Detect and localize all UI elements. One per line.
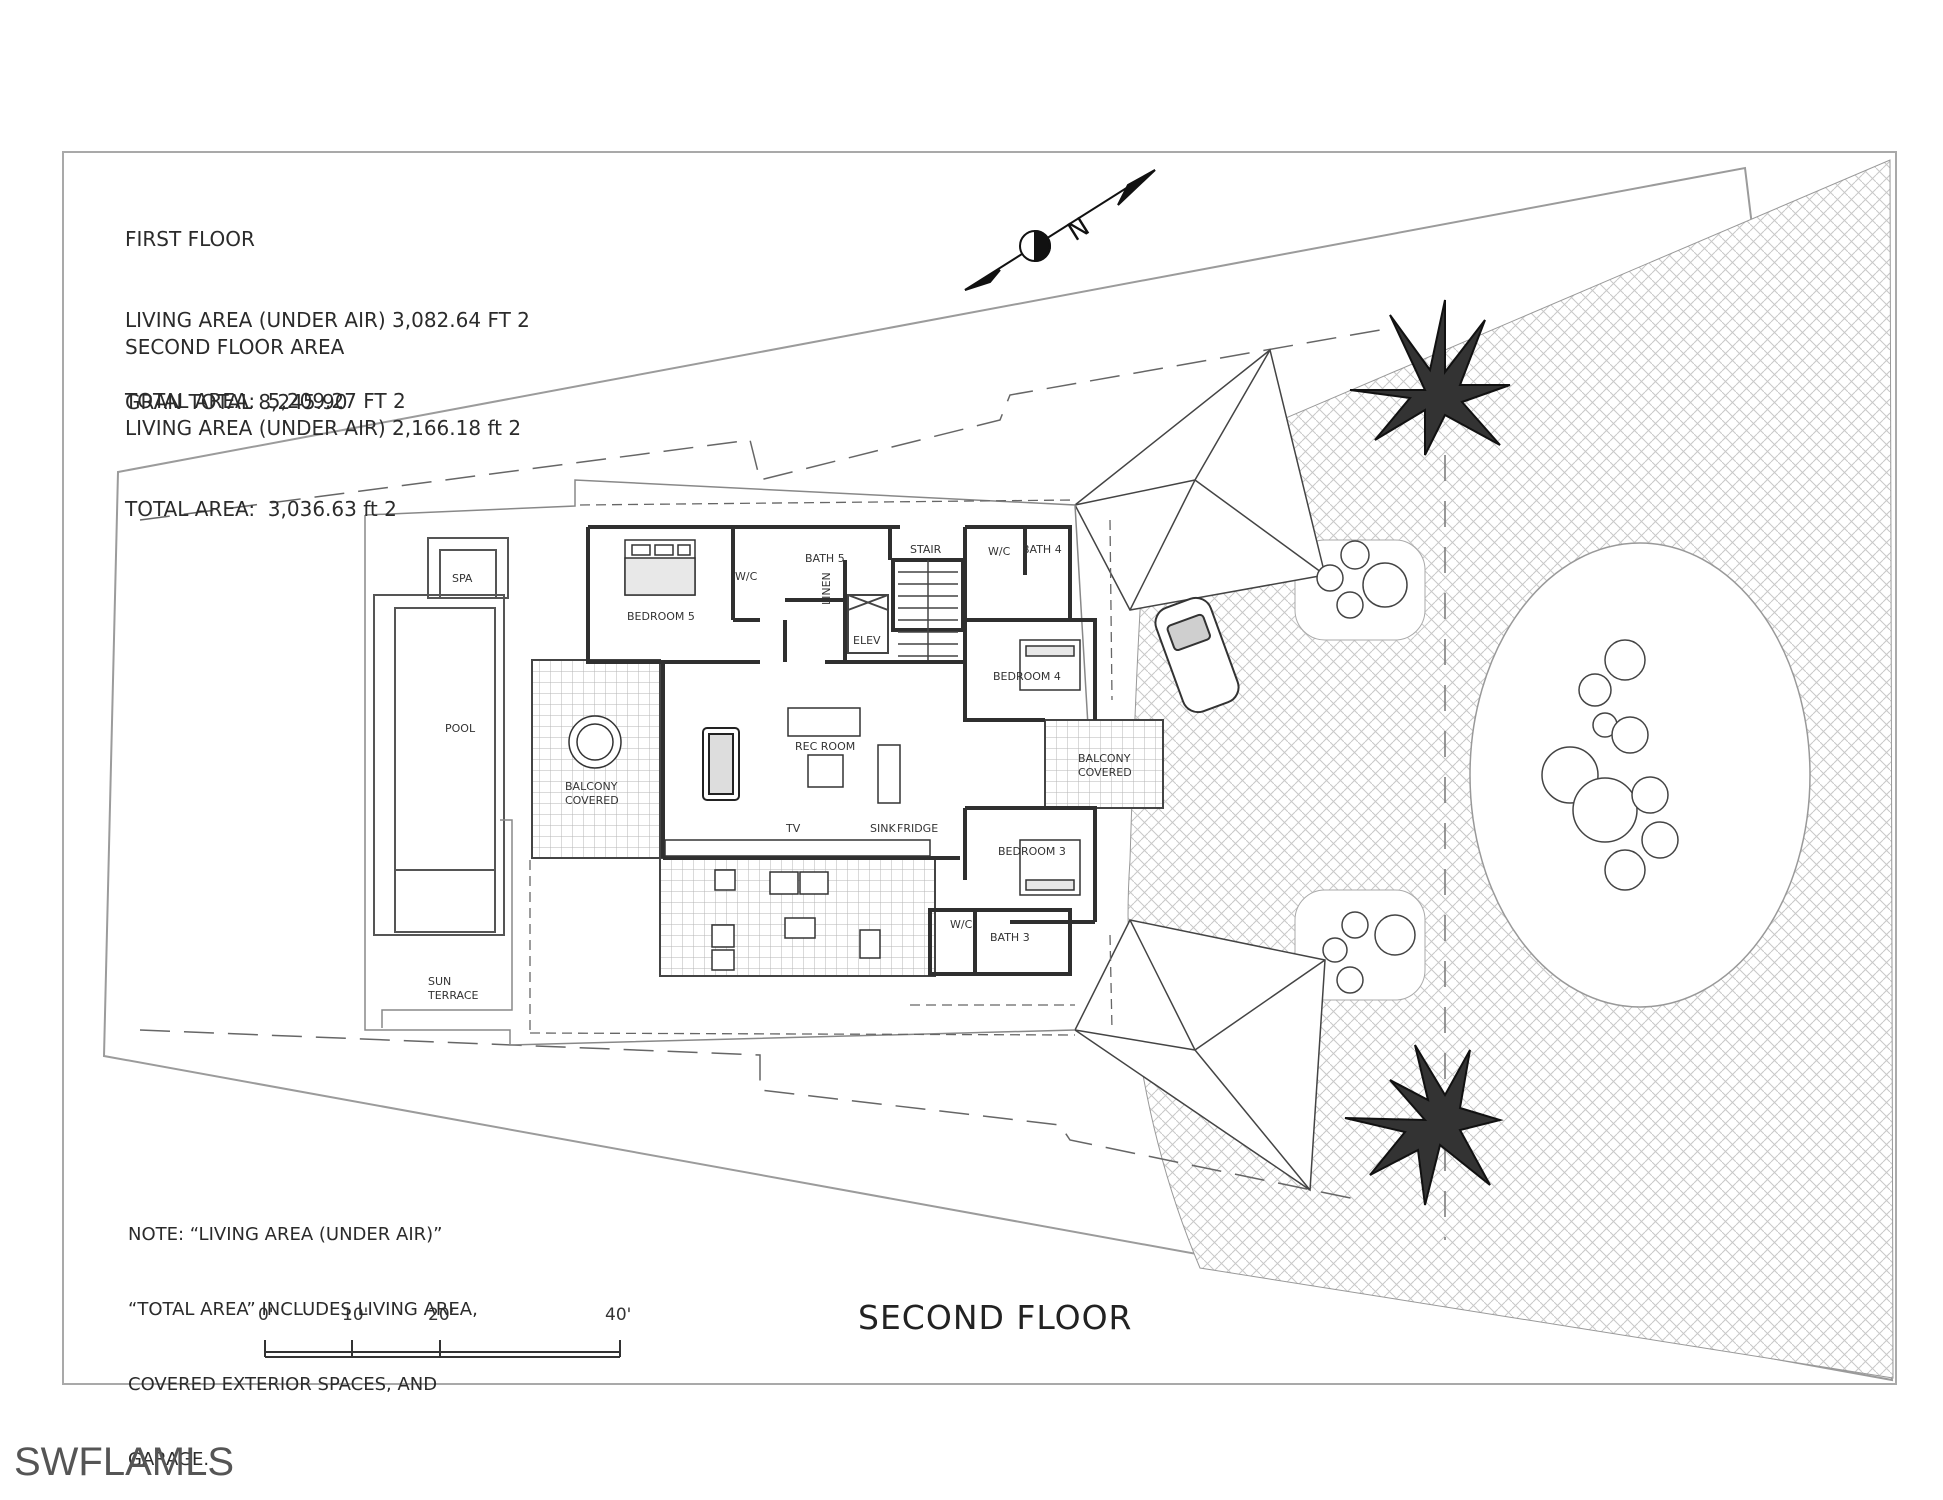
outdoor-furniture (711, 869, 881, 971)
label-terrace: TERRACE (427, 989, 479, 1002)
walls (586, 525, 1097, 976)
sofa (787, 707, 901, 804)
note-line-3: COVERED EXTERIOR SPACES, AND (128, 1374, 438, 1395)
pool-table (702, 727, 740, 801)
note-line-1: NOTE: “LIVING AREA (UNDER AIR)” (128, 1224, 443, 1245)
north-arrow (964, 169, 1156, 291)
roof-bottom (1074, 919, 1326, 1192)
label-wc-c: W/C (950, 918, 973, 931)
label-bath5: BATH 5 (805, 552, 845, 565)
scale-20: 20' (428, 1305, 454, 1325)
setback-lines (139, 329, 1381, 1201)
label-bath4: BATH 4 (1022, 543, 1062, 556)
second-floor-total: TOTAL AREA: 3,036.63 ft 2 (125, 497, 397, 521)
dining-set (568, 715, 622, 769)
drawing-title: SECOND FLOOR (858, 1298, 1133, 1337)
second-floor-heading: SECOND FLOOR AREA (125, 335, 345, 359)
label-wc-b: W/C (988, 545, 1011, 558)
shrubs (1316, 540, 1679, 994)
stair-treads (898, 560, 958, 660)
label-balcony-right-2: COVERED (1078, 766, 1132, 779)
label-fridge: FRIDGE (897, 822, 938, 835)
north-label: N (1063, 212, 1095, 248)
second-floor-summary: SECOND FLOOR AREA LIVING AREA (UNDER AIR… (125, 280, 521, 550)
counter (664, 839, 931, 857)
second-floor-living: LIVING AREA (UNDER AIR) 2,166.18 ft 2 (125, 416, 522, 440)
label-balcony-left-2: COVERED (565, 794, 619, 807)
scale-bar (264, 1340, 621, 1358)
scale-0: 0' (258, 1305, 274, 1325)
bed-3 (1019, 839, 1081, 896)
bed-4 (1019, 639, 1081, 691)
label-sink: SINK (870, 822, 896, 835)
palm-top (1349, 299, 1511, 456)
label-rec-room: REC ROOM (795, 740, 855, 753)
watermark: SWFLAMLS (14, 1440, 235, 1484)
label-tv: TV (785, 822, 801, 835)
label-pool: POOL (445, 722, 476, 735)
pool-area (373, 537, 513, 1028)
covered-limits (364, 479, 1091, 1046)
label-bedroom4: BEDROOM 4 (993, 670, 1061, 683)
note-line-4: GARAGE. (128, 1449, 210, 1470)
roof-top (1074, 348, 1326, 611)
label-bedroom3: BEDROOM 3 (998, 845, 1066, 858)
label-bath3: BATH 3 (990, 931, 1030, 944)
elevator (847, 594, 889, 654)
sheet-frame (62, 151, 1897, 1385)
area-note: NOTE: “LIVING AREA (UNDER AIR)” “TOTAL A… (128, 1172, 478, 1497)
first-floor-total: TOTAL AREA: 5,209.27 FT 2 (125, 389, 406, 413)
lot-boundary (102, 166, 1894, 1382)
scale-40: 40' (605, 1305, 631, 1325)
car (1154, 596, 1240, 714)
bed-5 (624, 539, 696, 596)
label-linen: LINEN (820, 572, 833, 605)
note-line-2: “TOTAL AREA” INCLUDES LIVING AREA, (128, 1299, 478, 1320)
balcony-right (1044, 719, 1164, 809)
first-floor-living: LIVING AREA (UNDER AIR) 3,082.64 FT 2 (125, 308, 530, 332)
palm-bottom (1344, 1044, 1504, 1206)
label-sun: SUN (428, 975, 451, 988)
scale-10: 10' (342, 1305, 368, 1325)
label-stair: STAIR (910, 543, 942, 556)
terrace-dashed (529, 499, 1113, 1036)
label-elev: ELEV (853, 634, 881, 647)
label-bedroom5: BEDROOM 5 (627, 610, 695, 623)
gran-total: GRAN TOTAL 8,245.90 (125, 390, 348, 414)
area-summary: FIRST FLOOR LIVING AREA (UNDER AIR) 3,08… (125, 172, 530, 442)
first-floor-heading: FIRST FLOOR (125, 227, 255, 251)
label-spa: SPA (452, 572, 473, 585)
label-balcony-right-1: BALCONY (1078, 752, 1131, 765)
label-balcony-left-1: BALCONY (565, 780, 618, 793)
center-island (1469, 542, 1811, 1008)
label-wc-a: W/C (735, 570, 758, 583)
